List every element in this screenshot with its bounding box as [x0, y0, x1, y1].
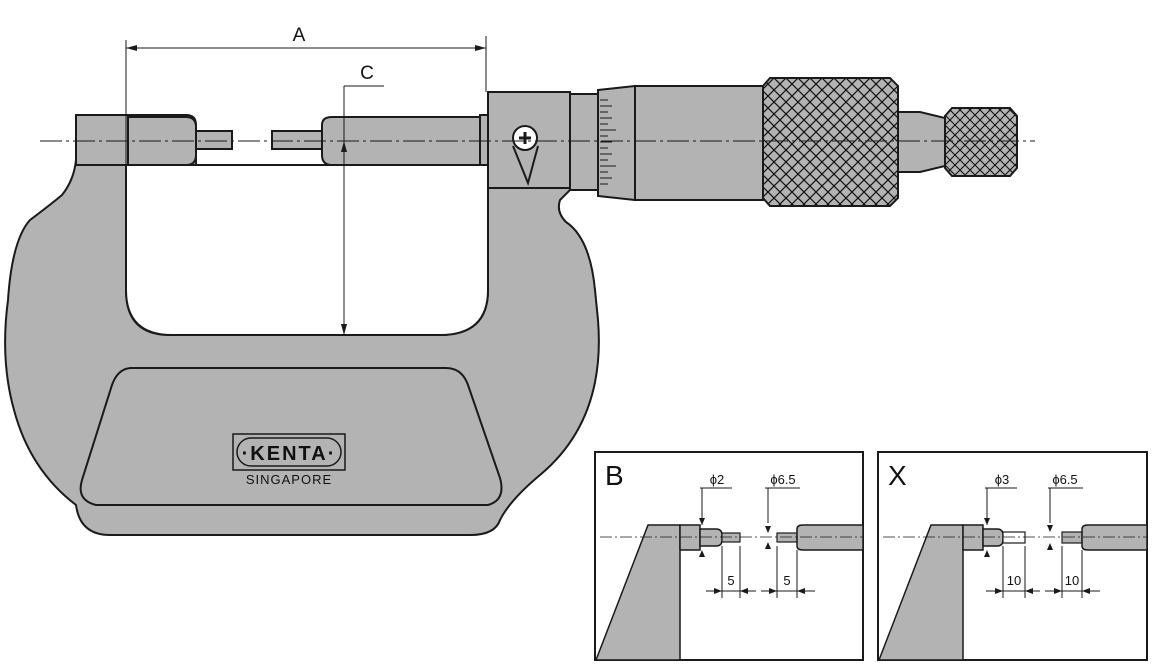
dimension-c-label: C	[360, 63, 374, 84]
brand-location: SINGAPORE	[246, 472, 332, 487]
panel-b-length-right: 5	[783, 573, 790, 588]
panel-b-title: B	[605, 460, 624, 491]
ratchet	[897, 107, 1018, 177]
panel-x-spindle-diameter: ϕ6.5	[1052, 472, 1077, 487]
panel-x-title: X	[888, 460, 907, 491]
lock-screw-icon	[512, 125, 539, 187]
spindle	[271, 116, 481, 166]
dimension-c	[341, 85, 384, 335]
brand-logo	[232, 433, 346, 471]
dimension-a-label: A	[293, 25, 306, 46]
panel-b-tip-diameter: ϕ2	[710, 472, 725, 487]
detail-panel-x	[877, 451, 1148, 661]
micrometer-frame	[4, 91, 600, 536]
dimension-a	[125, 36, 487, 165]
detail-panel-b	[594, 451, 864, 661]
panel-x-tip-diameter: ϕ3	[995, 472, 1010, 487]
brand-name: ·KENTA·	[242, 443, 337, 465]
panel-b-length-left: 5	[727, 573, 734, 588]
sleeve	[487, 91, 599, 191]
panel-x-length-left: 10	[1007, 573, 1021, 588]
anvil	[75, 114, 233, 166]
panel-b-spindle-diameter: ϕ6.5	[770, 472, 795, 487]
panel-x-length-right: 10	[1065, 573, 1079, 588]
thimble	[597, 77, 899, 207]
